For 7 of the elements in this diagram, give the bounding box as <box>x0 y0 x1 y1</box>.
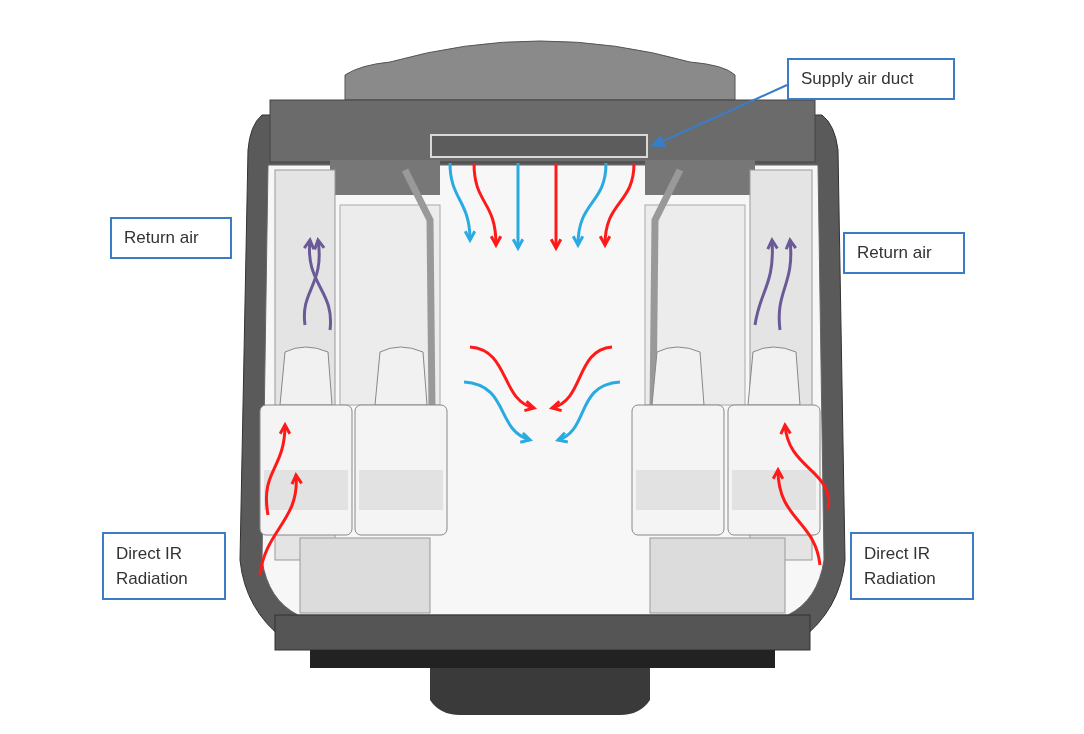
callout-label: Direct IR Radiation <box>102 532 226 600</box>
callout-label: Return air <box>110 217 232 259</box>
callout-label: Return air <box>843 232 965 274</box>
callout-label: Supply air duct <box>787 58 955 100</box>
leader-line <box>650 84 788 148</box>
supply-air-duct <box>430 134 648 158</box>
callout-label: Direct IR Radiation <box>850 532 974 600</box>
